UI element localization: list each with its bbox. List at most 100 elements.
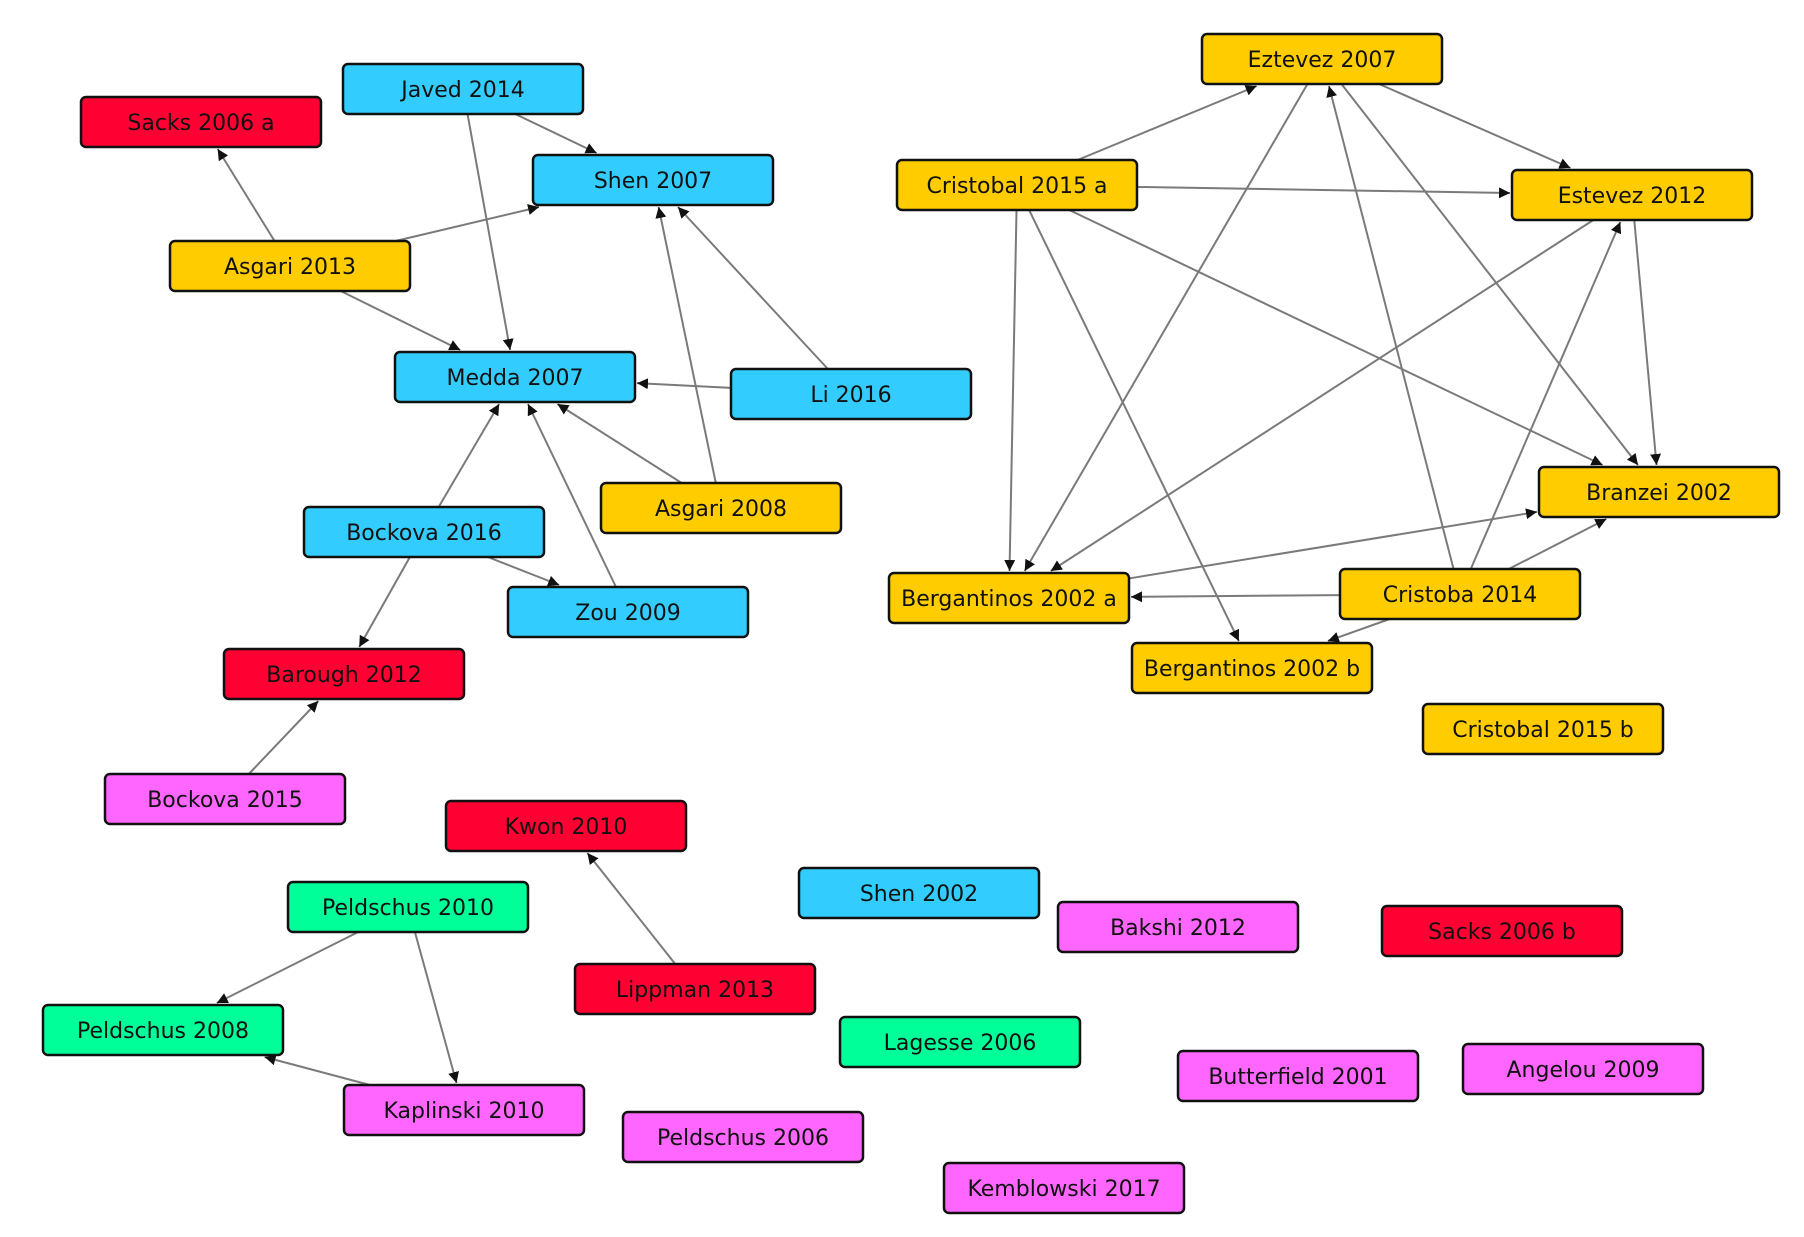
- node-shen2007[interactable]: Shen 2007: [531, 153, 775, 207]
- edge-cristobal2015a-to-branzei2002: [1068, 209, 1603, 466]
- node-shen2002[interactable]: Shen 2002: [797, 866, 1041, 920]
- edge-cristoba2014-to-bergantinos2002a: [1130, 591, 1341, 603]
- node-sacks2006a[interactable]: Sacks 2006 a: [79, 95, 323, 149]
- node-angelou2009[interactable]: Angelou 2009: [1461, 1042, 1705, 1096]
- node-barough2012[interactable]: Barough 2012: [222, 647, 466, 701]
- node-label: Sacks 2006 a: [127, 111, 274, 136]
- node-box: [797, 866, 1041, 920]
- node-box: [1510, 168, 1754, 222]
- node-box: [531, 153, 775, 207]
- node-box: [1421, 702, 1665, 756]
- node-label: Sacks 2006 b: [1428, 920, 1576, 945]
- edge-asgari2013-to-medda2007: [340, 290, 461, 351]
- node-label: Shen 2002: [860, 882, 978, 907]
- edge-asgari2013-to-sacks2006a: [216, 148, 276, 242]
- node-label: Eztevez 2007: [1248, 48, 1397, 73]
- edge-estevez2012-to-branzei2002: [1633, 219, 1662, 466]
- node-peldschus2006[interactable]: Peldschus 2006: [621, 1110, 865, 1164]
- node-box: [1537, 465, 1781, 519]
- node-box: [1338, 567, 1582, 621]
- node-label: Kaplinski 2010: [384, 1099, 545, 1124]
- node-branzei2002[interactable]: Branzei 2002: [1537, 465, 1781, 519]
- node-box: [79, 95, 323, 149]
- edges-layer: [216, 83, 1662, 1086]
- node-peldschus2008[interactable]: Peldschus 2008: [41, 1003, 285, 1057]
- node-label: Kwon 2010: [505, 815, 628, 840]
- node-box: [573, 962, 817, 1016]
- node-box: [1056, 900, 1300, 954]
- node-label: Butterfield 2001: [1208, 1065, 1387, 1090]
- edge-bockova2016-to-zou2009: [487, 556, 560, 587]
- node-box: [1130, 641, 1374, 695]
- node-javed2014[interactable]: Javed 2014: [341, 62, 585, 116]
- edge-bockova2016-to-barough2012: [358, 556, 411, 648]
- node-box: [41, 1003, 285, 1057]
- node-cristoba2014[interactable]: Cristoba 2014: [1338, 567, 1582, 621]
- node-cristobal2015b[interactable]: Cristobal 2015 b: [1421, 702, 1665, 756]
- node-label: Angelou 2009: [1507, 1058, 1660, 1083]
- node-label: Medda 2007: [447, 366, 584, 391]
- edge-javed2014-to-shen2007: [514, 113, 598, 154]
- node-label: Li 2016: [810, 383, 891, 408]
- node-box: [341, 62, 585, 116]
- node-box: [1380, 904, 1624, 958]
- node-butterfield2001[interactable]: Butterfield 2001: [1176, 1049, 1420, 1103]
- node-kaplinski2010[interactable]: Kaplinski 2010: [342, 1083, 586, 1137]
- node-label: Kemblowski 2017: [967, 1177, 1160, 1202]
- node-box: [838, 1015, 1082, 1069]
- node-label: Lagesse 2006: [884, 1031, 1037, 1056]
- edge-peldschus2010-to-kaplinski2010: [413, 931, 459, 1084]
- node-label: Bergantinos 2002 a: [901, 587, 1117, 612]
- node-zou2009[interactable]: Zou 2009: [506, 585, 750, 639]
- edge-lippman2013-to-kwon2010: [586, 852, 676, 965]
- node-estevez2012[interactable]: Estevez 2012: [1510, 168, 1754, 222]
- node-medda2007[interactable]: Medda 2007: [393, 350, 637, 404]
- node-label: Branzei 2002: [1586, 481, 1732, 506]
- node-box: [444, 799, 688, 853]
- node-bergantinos2002a[interactable]: Bergantinos 2002 a: [887, 571, 1131, 625]
- edge-kaplinski2010-to-peldschus2008: [264, 1054, 371, 1086]
- node-box: [103, 772, 347, 826]
- edge-cristobal2015a-to-eztevez2007: [1077, 85, 1258, 161]
- node-box: [1176, 1049, 1420, 1103]
- edge-cristobal2015a-to-bergantinos2002a: [1004, 209, 1018, 572]
- edge-eztevez2007-to-estevez2012: [1378, 83, 1571, 169]
- edge-asgari2008-to-medda2007: [556, 403, 683, 484]
- node-bakshi2012[interactable]: Bakshi 2012: [1056, 900, 1300, 954]
- node-lippman2013[interactable]: Lippman 2013: [573, 962, 817, 1016]
- edge-cristobal2015a-to-bergantinos2002b: [1028, 209, 1240, 642]
- node-box: [942, 1161, 1186, 1215]
- node-label: Lippman 2013: [616, 978, 774, 1003]
- edge-cristoba2014-to-bergantinos2002b: [1327, 618, 1391, 643]
- node-cristobal2015a[interactable]: Cristobal 2015 a: [895, 158, 1139, 212]
- node-asgari2008[interactable]: Asgari 2008: [599, 481, 843, 535]
- node-sacks2006b[interactable]: Sacks 2006 b: [1380, 904, 1624, 958]
- node-label: Bockova 2015: [147, 788, 303, 813]
- node-asgari2013[interactable]: Asgari 2013: [168, 239, 412, 293]
- node-box: [506, 585, 750, 639]
- node-peldschus2010[interactable]: Peldschus 2010: [286, 880, 530, 934]
- node-box: [621, 1110, 865, 1164]
- node-box: [393, 350, 637, 404]
- node-kemblowski2017[interactable]: Kemblowski 2017: [942, 1161, 1186, 1215]
- node-li2016[interactable]: Li 2016: [729, 367, 973, 421]
- edge-estevez2012-to-bergantinos2002a: [1050, 219, 1594, 572]
- node-label: Peldschus 2010: [322, 896, 494, 921]
- node-label: Cristoba 2014: [1383, 583, 1538, 608]
- node-box: [729, 367, 973, 421]
- node-eztevez2007[interactable]: Eztevez 2007: [1200, 32, 1444, 86]
- node-label: Asgari 2013: [224, 255, 356, 280]
- edge-cristoba2014-to-estevez2012: [1469, 221, 1622, 570]
- node-box: [168, 239, 412, 293]
- edge-zou2009-to-medda2007: [527, 403, 617, 588]
- node-box: [599, 481, 843, 535]
- node-kwon2010[interactable]: Kwon 2010: [444, 799, 688, 853]
- node-bockova2015[interactable]: Bockova 2015: [103, 772, 347, 826]
- node-label: Estevez 2012: [1558, 184, 1707, 209]
- node-bergantinos2002b[interactable]: Bergantinos 2002 b: [1130, 641, 1374, 695]
- node-label: Barough 2012: [266, 663, 421, 688]
- node-bockova2016[interactable]: Bockova 2016: [302, 505, 546, 559]
- node-lagesse2006[interactable]: Lagesse 2006: [838, 1015, 1082, 1069]
